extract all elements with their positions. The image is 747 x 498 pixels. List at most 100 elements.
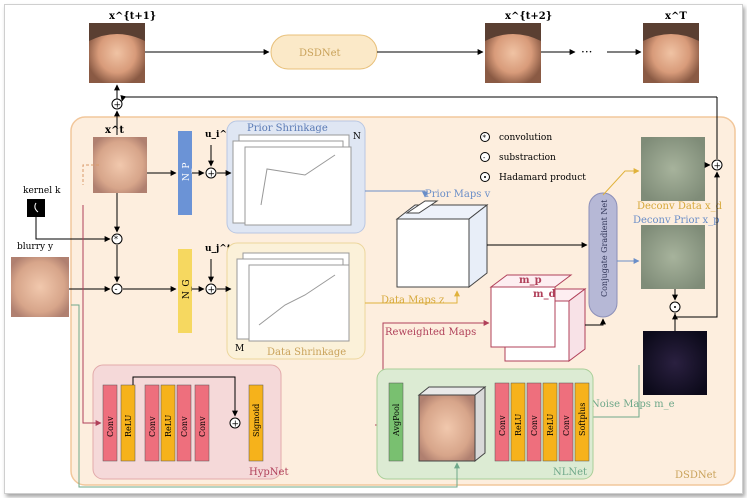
reweighted-cube: [489, 274, 587, 362]
prior-maps-label: Prior Maps v: [425, 189, 491, 200]
sum-node-prior: [205, 167, 217, 179]
top-dsdnet-label: DSDNet: [299, 48, 341, 59]
u-j-label: u_j^t: [205, 244, 232, 254]
legend-hadamard: Hadamard product: [499, 173, 586, 183]
conjugate-gradient-block: [588, 192, 618, 318]
hypnet-layer-label: Conv: [148, 416, 157, 437]
hypnet-layer-conv: [176, 384, 192, 462]
nlnet-layer-label: Softplus: [578, 403, 587, 436]
nlnet-to-noise: [591, 365, 640, 418]
hypnet-sum-node: [229, 417, 241, 429]
maps-cube: [395, 200, 489, 289]
frame-x-t: [93, 137, 147, 193]
hypnet-layer-conv: [144, 384, 160, 462]
label-x-t2: x^{t+2}: [505, 11, 552, 22]
figure-frame: DSDNet x^{t+1} DSDNet x^{t+2} ··· x^T + …: [4, 4, 743, 494]
prior-shrinkage-label: Prior Shrinkage: [247, 123, 328, 134]
hypnet-layer-label: ReLU: [124, 414, 133, 437]
label-x-t1: x^{t+1}: [109, 11, 156, 22]
legend-subtraction: substraction: [499, 153, 556, 163]
n-g-block: [178, 249, 192, 333]
plus-glyph: +: [114, 101, 122, 111]
n-p-label: N_P: [182, 163, 192, 181]
nlnet-layer-label: ReLU: [514, 413, 523, 436]
nlnet-layer-label: Conv: [562, 415, 571, 436]
hypnet-layer-sigmoid: [248, 384, 264, 462]
frame-x-t1: [89, 23, 145, 83]
legend: * convolution - substraction Hadamard pr…: [480, 132, 586, 183]
hypnet-layer-label: Conv: [106, 416, 115, 437]
plus-glyph: +: [232, 420, 240, 430]
data-shrinkage-stack: [236, 252, 350, 342]
label-x-t: x^t: [105, 125, 124, 136]
m-d-label: m_d: [533, 289, 556, 300]
data-maps-label: Data Maps z: [381, 295, 444, 306]
hypnet-layer-label: Conv: [198, 416, 207, 437]
nlnet-layer-conv: [558, 382, 574, 462]
prior-shrinkage-stack: [232, 134, 352, 226]
prior-to-maps: [365, 190, 428, 198]
u-i-label: u_i^t: [205, 130, 232, 140]
nlnet-layer-label: AvgPool: [392, 403, 401, 437]
kernel-image: [27, 199, 45, 217]
arrow-return-sum: [120, 95, 127, 102]
noise-maps-label: Noise Maps m_e: [591, 399, 675, 410]
hypnet-layer-label: Conv: [180, 416, 189, 437]
prior-N-label: N: [353, 132, 361, 142]
nlnet-label: NLNet: [553, 467, 587, 478]
conv-node: [111, 233, 123, 245]
data-M-label: M: [235, 344, 244, 354]
nlnet-layer-label: Conv: [530, 415, 539, 436]
kernel-stroke: [34, 202, 39, 213]
noise-map-image: [643, 331, 707, 395]
nlnet-layer-label: ReLU: [546, 413, 555, 436]
frame-x-T: [643, 23, 699, 83]
conjugate-gradient-label: Conjugate Gradient Net: [600, 199, 609, 297]
sum-node-final: [711, 159, 723, 171]
ellipsis: ···: [581, 45, 592, 59]
nlnet-layer-avgpool: [388, 382, 404, 462]
hypnet-layer-label: Sigmoid: [252, 404, 261, 437]
nlnet-layer-relu: [510, 382, 526, 462]
outer-label: DSDNet: [675, 470, 717, 481]
nlnet-layer-softplus: [574, 382, 590, 462]
nlnet-layer-label: Conv: [498, 415, 507, 436]
blurry-label: blurry y: [17, 242, 54, 252]
nlnet-image-cube: [417, 385, 487, 463]
blurry-image: [11, 257, 69, 317]
kernel-to-conv: [35, 217, 111, 242]
plus-glyph: +: [208, 170, 216, 180]
dot-glyph: [674, 306, 676, 308]
nlnet-layers: AvgPool Conv ReLU Conv ReLU Conv Softplus: [388, 382, 590, 462]
n-p-block: [178, 131, 192, 215]
reweighted-to-cg: [585, 318, 606, 326]
hypnet-layers: Conv ReLU Conv ReLU Conv Conv Sigmoid: [102, 384, 264, 462]
hypnet-layer-conv: [102, 384, 118, 462]
label-x-T: x^T: [665, 11, 687, 22]
nlnet-layer-conv: [526, 382, 542, 462]
hypnet-layer-relu: [160, 384, 176, 462]
xt-dashed-link: [82, 164, 99, 185]
data-to-maps: [365, 290, 460, 304]
data-shrinkage-label: Data Shrinkage: [267, 347, 346, 358]
hypnet-layer-relu: [120, 384, 136, 462]
dsdnet-diagram: DSDNet x^{t+1} DSDNet x^{t+2} ··· x^T + …: [11, 11, 736, 488]
deconv-prior-label: Deconv Prior x_p: [633, 215, 720, 226]
minus-glyph: -: [115, 285, 118, 295]
deconv-prior-image: [641, 225, 705, 289]
plus-glyph: +: [714, 162, 722, 172]
deconv-data-image: [641, 137, 705, 201]
hypnet-label: HypNet: [249, 467, 288, 478]
hypnet-layer-label: ReLU: [164, 414, 173, 437]
input-to-hypnet: [82, 205, 102, 426]
hypnet-layer-conv: [194, 384, 210, 462]
kernel-label: kernel k: [23, 186, 61, 196]
m-p-label: m_p: [519, 275, 542, 286]
hypnet-skip: [132, 376, 238, 417]
svg-text:*: *: [483, 134, 487, 142]
frame-x-t2: [485, 23, 541, 83]
reweighted-label: Reweighted Maps: [385, 327, 476, 338]
cg-to-deconv-data: [602, 168, 640, 196]
input-to-nlnet: [71, 304, 460, 488]
minus-node: [111, 283, 123, 295]
